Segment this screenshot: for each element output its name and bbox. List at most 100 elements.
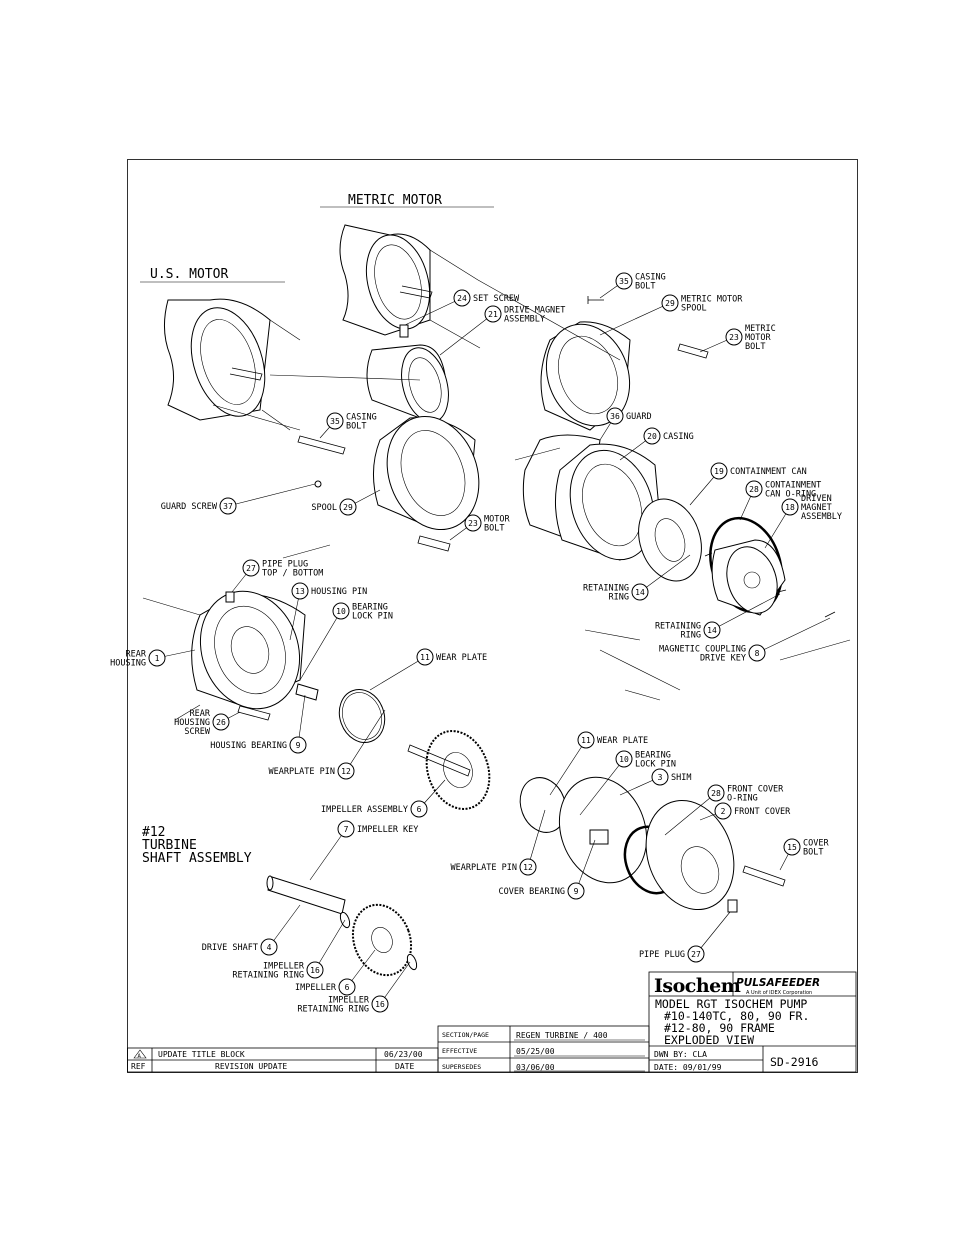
callout-leader xyxy=(711,593,781,631)
callout-label: CAN O-RING xyxy=(765,490,816,500)
callout-circle xyxy=(687,945,705,963)
callout-number: 35 xyxy=(330,417,340,426)
callout-number: 6 xyxy=(417,805,422,814)
callout-number: 29 xyxy=(343,503,353,512)
callout-number: 2 xyxy=(721,807,726,816)
callout-label: PIPE PLUG xyxy=(262,560,308,570)
drive-magnet-assembly-illustration xyxy=(366,324,449,423)
callout-number: 8 xyxy=(755,649,760,658)
callout-label: IMPELLER ASSEMBLY xyxy=(321,805,408,815)
callout-number: 6 xyxy=(345,983,350,992)
callout-label: METRIC xyxy=(745,324,776,334)
callout-label: CONTAINMENT CAN xyxy=(730,467,807,477)
callout-circle xyxy=(703,621,721,639)
callout-number: 9 xyxy=(574,887,579,896)
callout-label: HOUSING PIN xyxy=(311,587,367,597)
callout-circle xyxy=(332,602,350,620)
callout-label: IMPELLER KEY xyxy=(357,825,418,835)
guard-casing-illustration xyxy=(522,434,661,561)
callout-c6a: 6 IMPELLER ASSEMBLY xyxy=(321,779,446,818)
callout-number: 12 xyxy=(341,767,351,776)
callout-label: BOLT xyxy=(745,342,765,352)
callout-number: 26 xyxy=(216,718,226,727)
callout-label: BOLT xyxy=(484,524,504,534)
effective-label: EFFECTIVE xyxy=(442,1047,477,1055)
callout-number: 19 xyxy=(714,467,724,476)
callout-label: FRONT COVER xyxy=(727,785,784,795)
callout-number: 29 xyxy=(665,299,675,308)
callout-circle xyxy=(781,498,799,516)
containment-can-illustration xyxy=(638,498,836,618)
callout-number: 18 xyxy=(785,503,795,512)
callout-label: RETAINING RING xyxy=(297,1005,369,1015)
callout-circle xyxy=(339,498,357,516)
callout-number: 24 xyxy=(457,294,467,303)
callout-label: RING xyxy=(681,631,701,641)
callout-circle xyxy=(643,427,661,445)
construction-lines xyxy=(142,279,851,721)
callout-leader xyxy=(549,739,587,796)
callout-label: WEAR PLATE xyxy=(597,736,648,746)
metric-motor-spool-illustration xyxy=(540,296,709,431)
callout-label: BEARING xyxy=(352,603,388,613)
heading-metric-motor: METRIC MOTOR xyxy=(320,193,494,208)
callout-circle xyxy=(783,838,801,856)
callout-label: SPOOL xyxy=(681,304,707,314)
callout-label: O-RING xyxy=(727,794,758,804)
callout-label: HOUSING xyxy=(110,659,146,669)
callout-circle xyxy=(615,272,633,290)
callout-c19: 19 CONTAINMENT CAN xyxy=(689,462,807,506)
callout-label: GUARD SCREW xyxy=(161,502,218,512)
title-block: Isochem PULSAFEEDER A Unit of IDEX Corpo… xyxy=(648,971,857,1073)
drive-shaft-illustration xyxy=(266,875,351,929)
callout-circle xyxy=(337,820,355,838)
callout-leader xyxy=(599,302,671,336)
callout-label: TOP / BOTTOM xyxy=(262,569,323,579)
callout-circle xyxy=(745,480,763,498)
callout-circle xyxy=(260,938,278,956)
drawing-border xyxy=(127,159,858,1073)
revision-date: 06/23/00 xyxy=(384,1050,423,1059)
callout-label: CASING xyxy=(346,413,377,423)
callout-leader xyxy=(314,919,346,971)
callout-circle xyxy=(410,800,428,818)
callout-leader xyxy=(439,313,494,356)
callout-number: 28 xyxy=(749,485,759,494)
callout-leader xyxy=(527,809,546,868)
callout-leader xyxy=(575,839,596,892)
title-line-4: EXPLODED VIEW xyxy=(664,1033,754,1047)
callout-circle xyxy=(326,412,344,430)
callout-circle xyxy=(519,858,537,876)
rear-housing-illustration xyxy=(191,590,319,721)
callout-label: SPOOL xyxy=(311,503,337,513)
callout-label: CONTAINMENT xyxy=(765,481,821,491)
callout-circle xyxy=(289,736,307,754)
callout-label: HOUSING xyxy=(174,718,210,728)
front-cover-assembly-illustration xyxy=(519,776,786,913)
callout-leader xyxy=(664,792,717,836)
callout-label: CASING xyxy=(663,432,694,442)
revision-block: A UPDATE TITLE BLOCK 06/23/00 REF REVISI… xyxy=(127,1047,439,1073)
callout-label: COVER BEARING xyxy=(498,887,565,897)
callout-circle xyxy=(710,462,728,480)
callout-circle xyxy=(577,731,595,749)
callout-circle xyxy=(148,649,166,667)
revision-description: UPDATE TITLE BLOCK xyxy=(158,1050,245,1059)
callout-number: 28 xyxy=(711,789,721,798)
supersedes-value: 03/06/00 xyxy=(516,1063,555,1072)
callout-circle xyxy=(212,713,230,731)
